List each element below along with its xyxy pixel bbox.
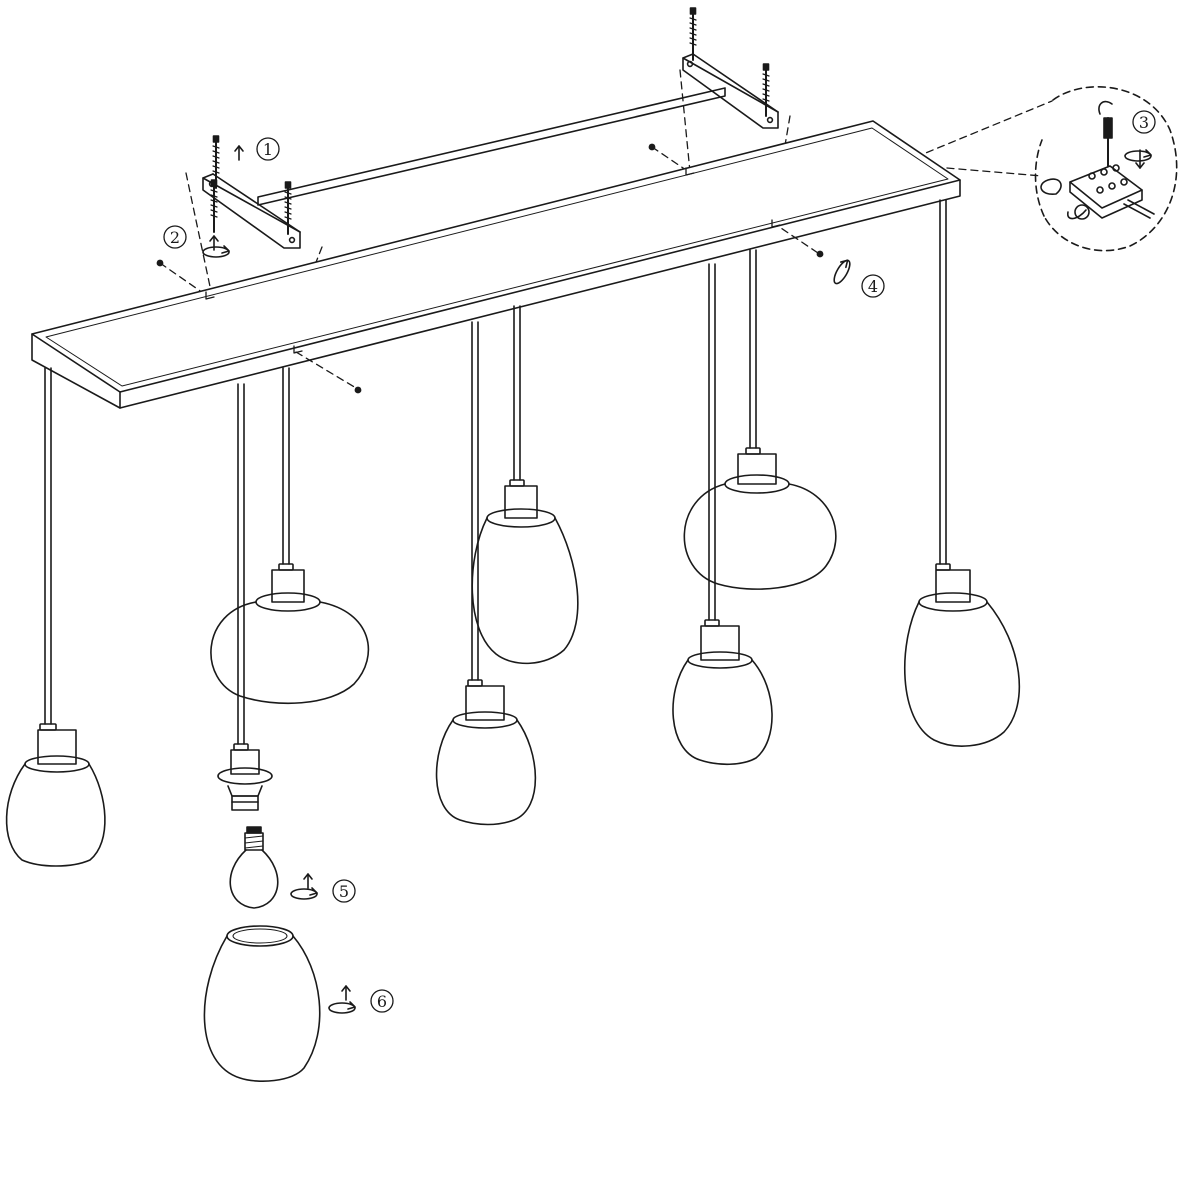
pendant-f bbox=[672, 263, 773, 766]
canopy bbox=[31, 120, 961, 409]
pendant-b bbox=[217, 383, 273, 811]
step-5-label: 5 bbox=[339, 882, 349, 901]
pendant-h bbox=[904, 199, 1021, 747]
step-1-callout: 1 bbox=[256, 137, 280, 161]
right-bracket bbox=[682, 7, 779, 129]
rotate-icon bbox=[202, 245, 230, 258]
step-3-callout: 3 bbox=[1132, 110, 1156, 134]
pendant-e bbox=[471, 305, 579, 665]
wiring-detail bbox=[1034, 86, 1178, 252]
screw-icon bbox=[648, 143, 656, 151]
screw-icon bbox=[156, 259, 164, 267]
rotate-icon bbox=[829, 256, 854, 287]
rotate-icon bbox=[1124, 149, 1152, 162]
canopy-screws bbox=[156, 143, 824, 394]
loose-shade bbox=[203, 925, 321, 1082]
step-6-label: 6 bbox=[377, 992, 387, 1011]
step-3-label: 3 bbox=[1139, 113, 1149, 132]
terminal-block-icon bbox=[1040, 164, 1155, 220]
rotate-icon bbox=[290, 887, 318, 900]
arrow-down-icon bbox=[1135, 149, 1145, 169]
step-5-callout: 5 bbox=[332, 879, 356, 903]
arrow-up-icon bbox=[341, 985, 351, 1001]
screw-icon bbox=[354, 386, 362, 394]
bulb-icon bbox=[229, 826, 279, 909]
mounting-rail bbox=[257, 87, 726, 206]
pendant-g bbox=[683, 249, 837, 590]
step-callouts: 1 2 3 4 5 6 bbox=[163, 110, 1156, 1013]
arrow-up-icon bbox=[234, 145, 244, 161]
step-4-callout: 4 bbox=[861, 274, 885, 298]
step-4-label: 4 bbox=[868, 277, 878, 296]
step-2-callout: 2 bbox=[163, 225, 187, 249]
screwdriver-icon bbox=[1098, 100, 1113, 167]
screw-icon bbox=[689, 7, 697, 61]
arrow-up-icon bbox=[303, 873, 313, 889]
rotate-icon bbox=[328, 1001, 356, 1014]
step-2-label: 2 bbox=[170, 228, 180, 247]
left-bracket bbox=[202, 135, 301, 249]
pendant-d bbox=[435, 321, 537, 826]
screw-icon bbox=[816, 250, 824, 258]
pendant-a bbox=[5, 367, 106, 867]
step-1-label: 1 bbox=[263, 140, 273, 159]
screw-icon bbox=[762, 63, 770, 117]
pendant-c bbox=[210, 367, 370, 705]
step-6-callout: 6 bbox=[370, 989, 394, 1013]
